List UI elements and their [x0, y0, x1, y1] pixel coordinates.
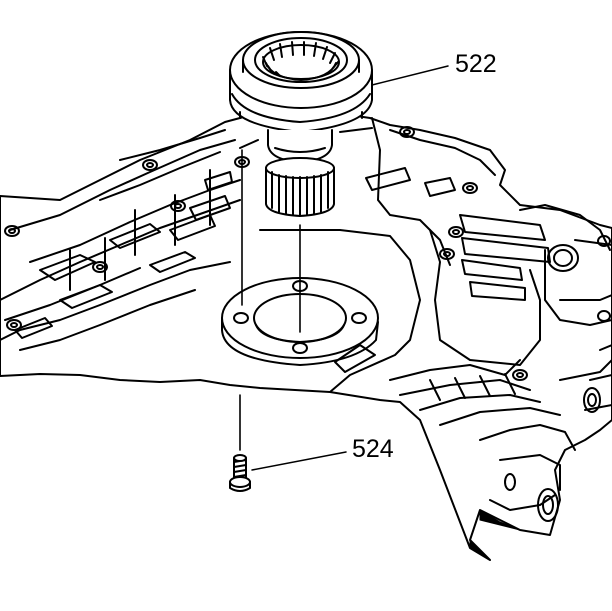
- housing-boss: [547, 244, 579, 272]
- leader-524: [251, 451, 347, 471]
- part-522-shaft-assembly: [229, 31, 373, 217]
- alignment-lines: [239, 149, 301, 451]
- callout-522-label: 522: [455, 50, 497, 78]
- leader-522: [371, 65, 449, 86]
- callout-524-label: 524: [352, 435, 394, 463]
- part-524-bolt: [229, 454, 251, 492]
- housing-shadow: [469, 509, 521, 561]
- housing-bolt-holes: [4, 126, 611, 522]
- leader-lines: [251, 65, 449, 471]
- housing-plate: [0, 109, 612, 561]
